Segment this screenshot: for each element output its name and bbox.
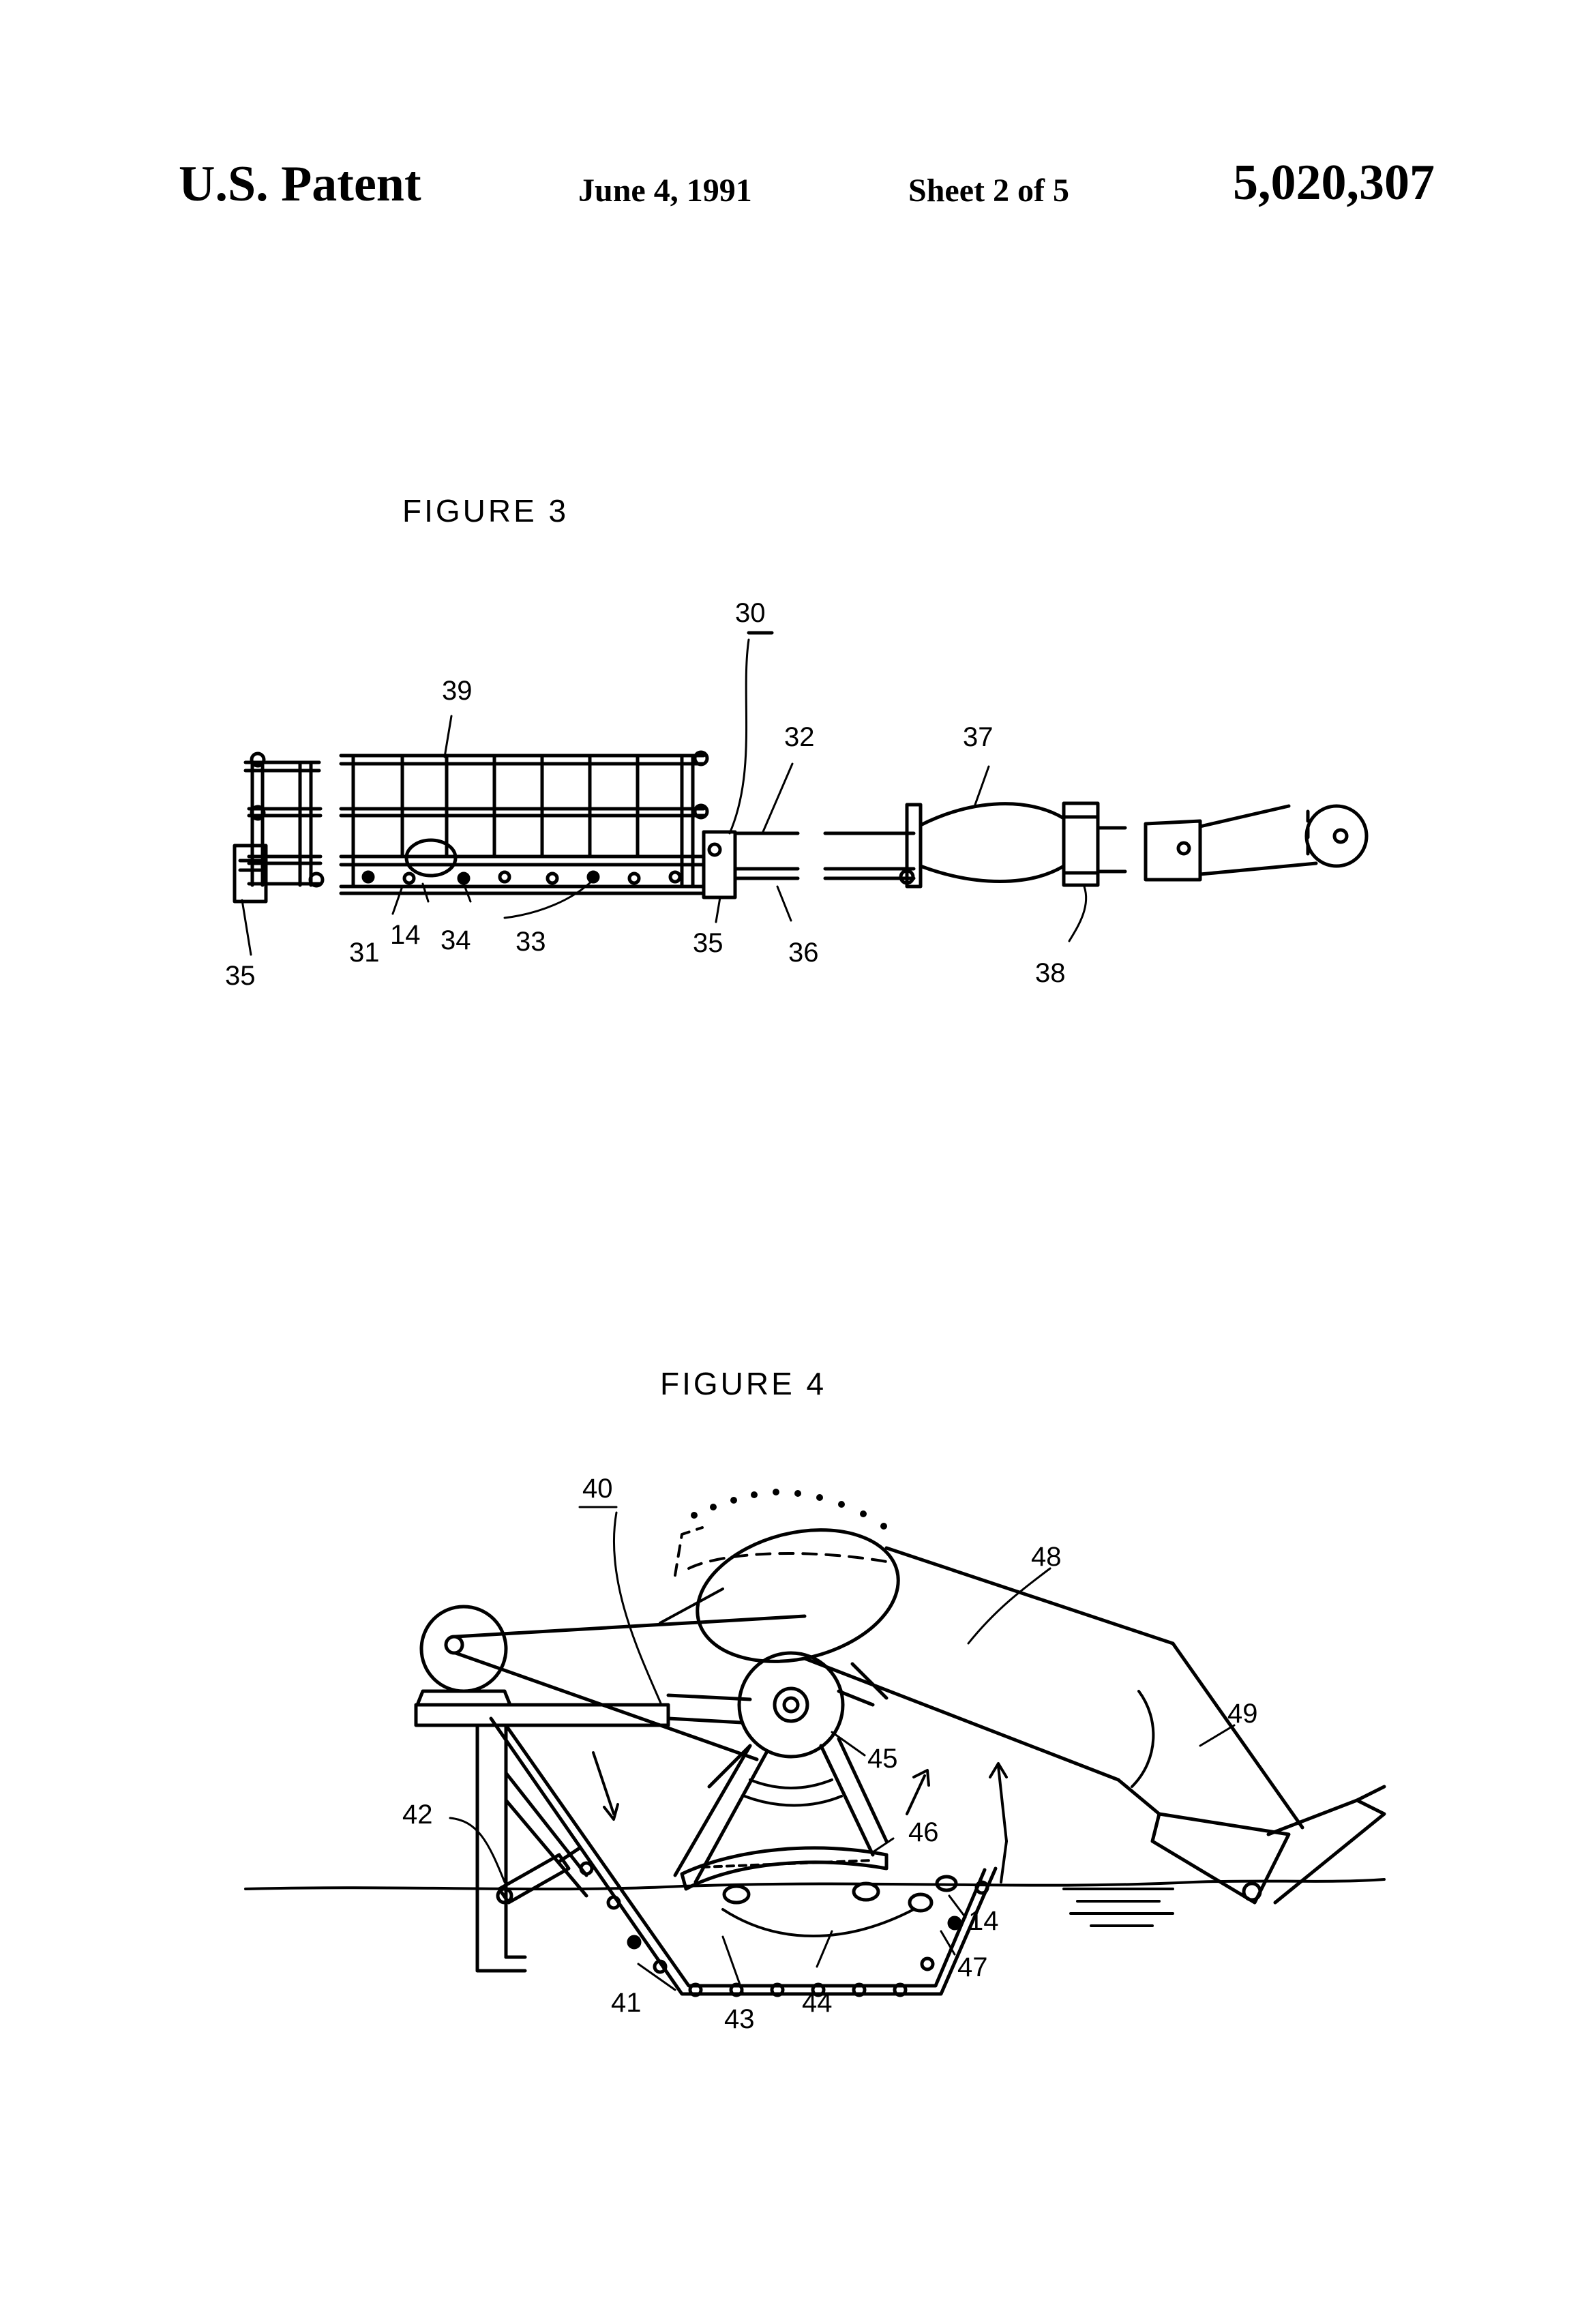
figure-4-drawing: 40 48 49 45 42 46 14 47 41 43 44 [244, 1474, 1386, 2034]
ref-35-left: 35 [225, 961, 256, 991]
ref-48: 48 [1031, 1542, 1062, 1572]
main-cage [339, 750, 709, 895]
drive-pulley [415, 1605, 807, 1761]
figure-3-drawing: 30 39 32 37 35 31 14 34 33 35 36 38 [225, 598, 1369, 991]
figure-3-reference-numerals: 30 39 32 37 35 31 14 34 33 35 36 38 [225, 598, 1066, 991]
ref-33: 33 [516, 927, 546, 957]
patent-number: 5,020,307 [1233, 155, 1435, 211]
ref-36: 36 [788, 938, 819, 968]
ref-14-fig4: 14 [968, 1906, 999, 1936]
ref-49: 49 [1227, 1699, 1258, 1729]
ref-44: 44 [802, 1988, 833, 2018]
ref-30: 30 [735, 598, 766, 628]
figure-4-leader-lines [449, 1506, 1236, 1995]
figure-4-reference-numerals: 40 48 49 45 42 46 14 47 41 43 44 [402, 1474, 1258, 2034]
ref-46: 46 [908, 1817, 939, 1847]
patent-title: U.S. Patent [179, 156, 421, 212]
ref-39: 39 [442, 676, 473, 706]
sheet-number: Sheet 2 of 5 [908, 173, 1069, 209]
water-line [244, 1878, 1386, 1891]
hub-wheel [673, 1651, 889, 1884]
ref-42: 42 [402, 1800, 433, 1830]
ref-14: 14 [390, 920, 421, 950]
motion-arrows [592, 1588, 1008, 1883]
figure-3-label: FIGURE 3 [402, 493, 569, 528]
patent-date: June 4, 1991 [578, 173, 752, 209]
ref-34: 34 [441, 925, 471, 955]
support-frame [414, 1703, 670, 1973]
connector-and-shaft [702, 801, 1369, 899]
ref-37: 37 [963, 722, 994, 752]
scoop [680, 1846, 889, 1891]
figure-3-leader-lines [241, 631, 1088, 956]
ref-38: 38 [1035, 958, 1066, 988]
conveyor-chain [489, 1716, 998, 1997]
ref-35-right: 35 [693, 928, 723, 958]
hydraulic-cylinder [496, 1846, 582, 1905]
ref-41: 41 [611, 1988, 642, 2018]
ref-47: 47 [957, 1952, 988, 1982]
ref-43: 43 [724, 2004, 755, 2034]
ref-31: 31 [349, 938, 380, 968]
ref-40: 40 [582, 1474, 613, 1504]
figure-4-label: FIGURE 4 [660, 1366, 827, 1401]
trajectory-dots [691, 1489, 887, 1530]
ref-45: 45 [867, 1744, 898, 1774]
hopper-chute [674, 1526, 1386, 1905]
ref-32: 32 [784, 722, 815, 752]
left-end-frame [233, 751, 325, 904]
water-hatching [1062, 1888, 1174, 1927]
